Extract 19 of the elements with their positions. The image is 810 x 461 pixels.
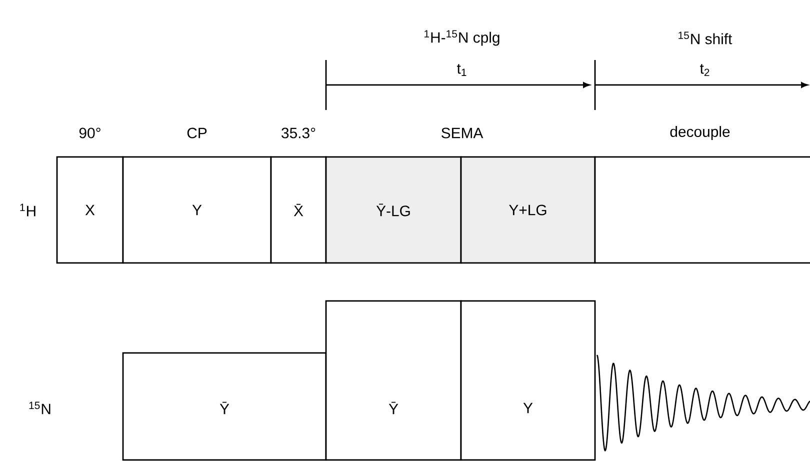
pulse-label: Y [192,204,202,216]
pulse-heading: CP [187,128,207,138]
pulse-label: Ȳ [388,402,398,414]
channel-label: $^{15}$N [29,402,50,414]
pulse-label: Ȳ-LG [376,204,410,216]
pulse-label: X̄ [294,204,304,216]
pulse-label: Y [523,402,533,414]
pulse-heading: decouple [670,126,730,140]
period-label: $^{1}$H-$^{15}$N cplg [424,30,500,46]
time-label: t$_{1}$ [457,64,466,76]
period-label: $^{15}$N shift [678,32,732,44]
pulse-heading: 35.3° [282,128,316,138]
block-heading: SEMA [442,128,484,138]
pulse-label: Y+LG [509,204,546,216]
pulse-label: Ȳ [220,402,230,414]
time-label: t$_{2}$ [700,64,710,76]
channel-label: $^{1}$H [20,204,36,216]
pulse-label: X [85,204,95,216]
pulse-heading: 90° [79,128,100,138]
